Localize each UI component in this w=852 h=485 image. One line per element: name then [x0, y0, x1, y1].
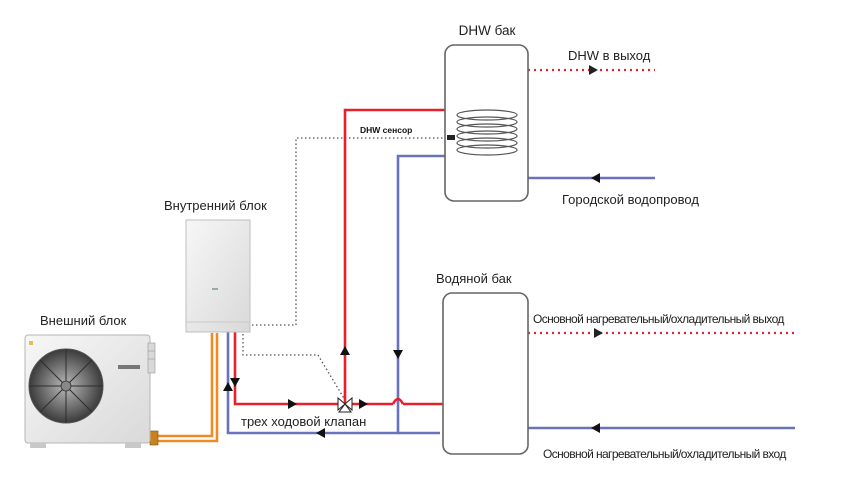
flow-arrow-left-inlet	[591, 423, 600, 433]
heat-cool-outlet-label: Основной нагревательный/охладительный вы…	[533, 312, 784, 326]
hot-to-dhw-coil	[343, 108, 458, 404]
water-tank-label: Водяной бак	[436, 271, 512, 286]
dhw-sensor-label: DHW сенсор	[360, 125, 412, 135]
indoor-unit-label: Внутренний блок	[164, 198, 267, 213]
flow-arrow-up-dhw	[340, 346, 350, 355]
hot-supply-pipe	[233, 322, 393, 406]
heat-cool-inlet-label: Основной нагревательный/охладительный вх…	[543, 447, 786, 461]
city-water-label: Городской водопровод	[562, 192, 699, 207]
indoor-unit	[185, 219, 251, 333]
valve-signal-line	[242, 330, 346, 401]
flow-arrow-left-return	[316, 428, 325, 438]
heat-cool-outlet-arrow	[594, 328, 603, 338]
dhw-outlet-arrow	[589, 65, 598, 75]
three-way-valve-icon	[337, 396, 353, 413]
flow-arrow-up-return	[223, 382, 233, 391]
flow-arrow-down-return	[393, 350, 403, 359]
dhw-outlet-label: DHW в выход	[568, 48, 651, 63]
hot-supply-bridge	[391, 397, 405, 405]
refrigerant-pipe-2	[155, 333, 219, 443]
dhw-sensor-signal-line	[248, 137, 450, 326]
outdoor-unit-label: Внешний блок	[40, 313, 127, 328]
dhw-sensor-icon	[447, 135, 455, 140]
three-way-valve-label: трех ходовой клапан	[241, 414, 366, 429]
flow-arrow-right-valve	[359, 399, 368, 409]
flow-arrow-down-supply	[230, 378, 240, 387]
dhw-tank-label: DHW бак	[459, 23, 516, 38]
dhw-tank	[444, 44, 529, 202]
dhw-coil	[456, 109, 518, 156]
outdoor-unit	[24, 334, 156, 448]
refrigerant-pipe-1	[155, 333, 214, 438]
water-tank	[442, 292, 529, 455]
refrigerant-connector	[149, 430, 159, 446]
flow-arrow-left-city	[591, 173, 600, 183]
flow-arrow-right-supply	[288, 399, 297, 409]
